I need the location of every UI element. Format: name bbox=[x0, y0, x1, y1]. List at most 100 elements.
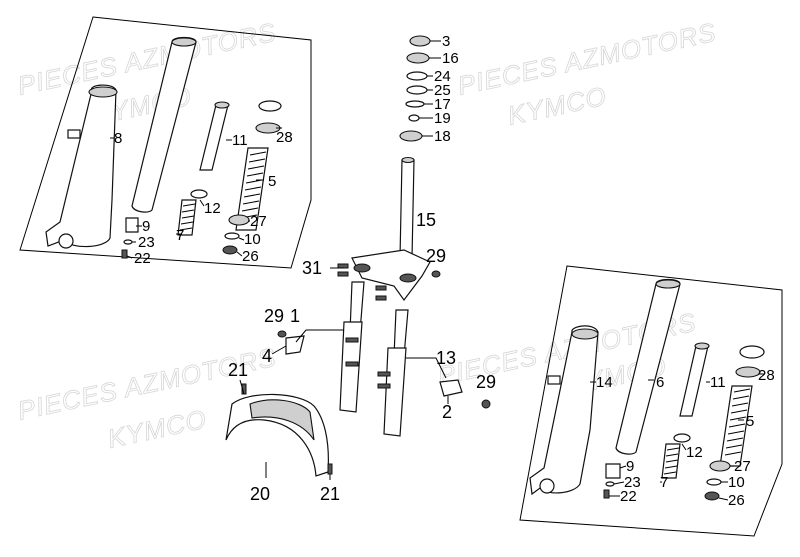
rebound-coils bbox=[179, 203, 196, 231]
leg-clamp bbox=[345, 337, 359, 343]
bracket-2 bbox=[439, 379, 463, 397]
callout-23: 23 bbox=[624, 474, 641, 491]
callout-31: 31 bbox=[302, 258, 322, 278]
fender-inner bbox=[249, 399, 315, 441]
callout-28: 28 bbox=[758, 367, 775, 384]
callout-29: 29 bbox=[264, 306, 284, 326]
damper-rod-top bbox=[214, 101, 230, 109]
rebound-coils bbox=[663, 447, 680, 475]
callout-28: 28 bbox=[276, 129, 293, 146]
damper-rod-top bbox=[694, 342, 710, 350]
washer-27 bbox=[228, 214, 250, 226]
callout-9: 9 bbox=[142, 218, 150, 235]
callout-5: 5 bbox=[746, 413, 754, 430]
callout-14: 14 bbox=[596, 374, 613, 391]
callout-11: 11 bbox=[710, 374, 726, 391]
callout-21: 21 bbox=[320, 484, 340, 504]
washer-27 bbox=[709, 460, 731, 472]
callout-10: 10 bbox=[728, 474, 745, 491]
bolt-22 bbox=[603, 489, 610, 499]
nut-3 bbox=[409, 35, 431, 47]
spring-5 bbox=[235, 147, 269, 231]
callout-12: 12 bbox=[686, 444, 703, 461]
dust-seal bbox=[735, 366, 761, 378]
nut-16 bbox=[406, 52, 430, 64]
callout-18: 18 bbox=[434, 128, 451, 145]
callout-22: 22 bbox=[134, 250, 151, 267]
oring-19 bbox=[408, 114, 420, 122]
callout-11: 11 bbox=[232, 132, 248, 149]
watermark: KYMCO bbox=[105, 404, 209, 454]
lower-triple-clamp bbox=[351, 249, 431, 302]
bearing-17 bbox=[405, 100, 425, 108]
bolt-29 bbox=[481, 399, 491, 409]
callout-29: 29 bbox=[476, 372, 496, 392]
callout-17: 17 bbox=[434, 96, 451, 113]
callout-8: 8 bbox=[114, 130, 122, 147]
bracket-1 bbox=[285, 335, 305, 355]
outer-tube-8 bbox=[45, 84, 117, 248]
callout-13: 13 bbox=[436, 348, 456, 368]
race-25 bbox=[406, 85, 428, 95]
watermark-layer: PIECES AZMOTORS KYMCO PIECES AZMOTORS KY… bbox=[15, 16, 720, 454]
washer-23 bbox=[605, 481, 615, 487]
washer-24 bbox=[406, 71, 428, 81]
callout-labels: 3 16 24 25 17 19 18 15 29 31 8 11 28 5 1… bbox=[114, 33, 775, 509]
axle-boss bbox=[539, 478, 555, 494]
screw-21 bbox=[327, 463, 333, 475]
callout-7: 7 bbox=[176, 227, 184, 244]
seal-28 bbox=[258, 100, 282, 112]
callout-1: 1 bbox=[290, 306, 300, 326]
callout-29: 29 bbox=[426, 246, 446, 266]
washer-23 bbox=[123, 239, 133, 245]
damper-rod-11 bbox=[679, 345, 709, 417]
callout-6: 6 bbox=[656, 374, 664, 391]
piston-9 bbox=[125, 217, 139, 233]
callout-10: 10 bbox=[244, 231, 261, 248]
seal-28 bbox=[739, 345, 765, 359]
clip-10 bbox=[224, 232, 240, 240]
clamp-hole-left bbox=[353, 263, 371, 273]
callout-25: 25 bbox=[434, 82, 451, 99]
tube-top-opening bbox=[571, 328, 599, 340]
left-fork-leg-lower bbox=[339, 321, 363, 413]
ring-12 bbox=[190, 189, 208, 199]
clamp-hole-right bbox=[399, 273, 417, 283]
axle-boss bbox=[58, 233, 74, 249]
callout-26: 26 bbox=[728, 492, 745, 509]
callout-5: 5 bbox=[268, 173, 276, 190]
right-fork-leg-lower bbox=[383, 347, 407, 437]
clip-10 bbox=[706, 478, 722, 486]
leg-clamp bbox=[345, 361, 359, 367]
callout-9: 9 bbox=[626, 458, 634, 475]
bolt-29 bbox=[277, 330, 287, 338]
bolt-31 bbox=[375, 285, 387, 291]
cap-26 bbox=[222, 245, 238, 255]
bolt-31 bbox=[337, 271, 349, 277]
bolt-31 bbox=[375, 295, 387, 301]
cap-26 bbox=[704, 491, 720, 501]
piston-9 bbox=[605, 463, 621, 479]
steering-stem-15 bbox=[399, 159, 415, 259]
callout-24: 24 bbox=[434, 68, 451, 85]
callout-2: 2 bbox=[442, 402, 452, 422]
callout-3: 3 bbox=[442, 33, 450, 50]
callout-12: 12 bbox=[204, 200, 221, 217]
callout-23: 23 bbox=[138, 234, 155, 251]
callout-15: 15 bbox=[416, 210, 436, 230]
caliper-tab bbox=[67, 129, 81, 139]
spring-coils bbox=[240, 151, 267, 219]
callout-7: 7 bbox=[660, 474, 668, 491]
caliper-tab bbox=[547, 375, 561, 385]
race-18 bbox=[399, 130, 423, 142]
callout-21: 21 bbox=[228, 360, 248, 380]
inner-tube-top bbox=[655, 279, 681, 289]
left-group-frame bbox=[19, 16, 312, 269]
callout-22: 22 bbox=[620, 488, 637, 505]
spring-5 bbox=[719, 385, 753, 467]
watermark: PIECES AZMOTORS bbox=[15, 17, 279, 101]
steering-stem-group bbox=[277, 35, 491, 437]
bolt-29 bbox=[431, 270, 441, 278]
